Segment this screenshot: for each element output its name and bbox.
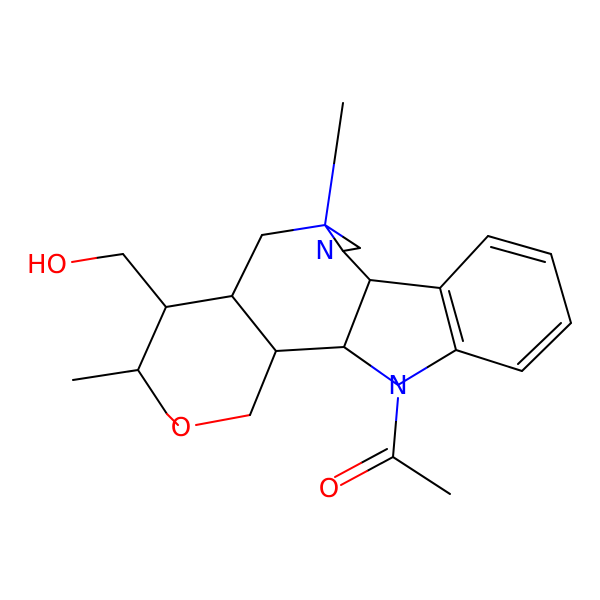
bond — [490, 246, 546, 263]
bond — [275, 346, 345, 352]
atom-label-n-indole: N — [388, 371, 407, 401]
bond — [366, 456, 394, 472]
bond — [165, 295, 233, 308]
atom-label-n-amine: N — [315, 236, 334, 266]
bond — [517, 322, 562, 365]
bond — [231, 295, 277, 352]
bond — [324, 224, 344, 252]
bond — [231, 234, 263, 297]
bond — [360, 448, 388, 464]
bond — [342, 247, 361, 252]
bond — [392, 397, 399, 458]
bond — [71, 257, 97, 263]
bond — [340, 470, 368, 486]
bond — [342, 250, 371, 281]
bond — [487, 235, 552, 255]
atom-label-o-carbonyl: O — [319, 474, 339, 504]
bond — [195, 414, 251, 426]
bond — [122, 253, 167, 308]
bond — [369, 279, 441, 289]
bond — [261, 224, 326, 236]
bond — [137, 369, 168, 415]
bond — [334, 462, 362, 478]
bonds — [71, 102, 572, 495]
bond — [72, 369, 139, 381]
bond — [166, 413, 179, 426]
atom-label-o-ring: O — [171, 413, 191, 443]
bond — [137, 306, 167, 371]
bond — [324, 102, 344, 226]
atom-label-hydroxyl: HO — [27, 250, 67, 280]
bond — [343, 346, 399, 386]
bond — [455, 349, 523, 372]
bond — [324, 224, 361, 249]
bond — [448, 290, 464, 342]
bond — [550, 253, 572, 324]
bond — [95, 253, 124, 259]
bond — [439, 235, 489, 289]
bond — [343, 279, 371, 348]
bond — [392, 456, 451, 495]
bond — [521, 322, 572, 372]
bond — [249, 350, 277, 416]
bond — [397, 349, 457, 386]
atom-labels: N N O O HO — [27, 236, 408, 504]
bond — [439, 287, 457, 351]
